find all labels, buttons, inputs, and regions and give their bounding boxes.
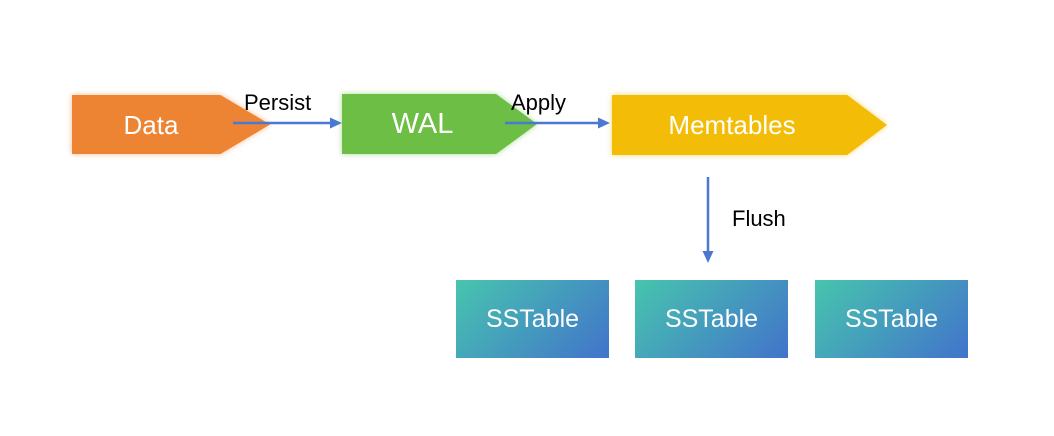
node-sstable-2: SSTable <box>635 280 788 358</box>
node-sstable-1: SSTable <box>456 280 609 358</box>
node-memtables-label: Memtables <box>668 110 796 140</box>
node-wal: WAL <box>342 94 537 154</box>
edge-label-apply: Apply <box>511 90 567 115</box>
flush-arrowhead-icon <box>702 251 714 263</box>
node-memtables-shape: Memtables <box>612 95 887 155</box>
node-wal-label: WAL <box>391 107 454 140</box>
node-data: Data <box>72 95 270 154</box>
edge-label-persist: Persist <box>244 90 312 115</box>
node-wal-shape: WAL <box>342 94 537 154</box>
node-sstable-3: SSTable <box>815 280 968 358</box>
node-sstable-3-label: SSTable <box>844 304 939 333</box>
flush-arrow <box>702 177 714 263</box>
node-memtables: Memtables <box>612 95 887 155</box>
edge-label-flush: Flush <box>732 206 786 231</box>
node-data-shape: Data <box>72 95 270 154</box>
persist-arrowhead-icon <box>330 117 342 129</box>
persist-arrow <box>233 117 342 129</box>
node-sstable-1-label: SSTable <box>485 304 580 333</box>
apply-arrow <box>505 117 610 129</box>
node-data-label: Data <box>123 109 179 140</box>
node-sstable-2-label: SSTable <box>664 304 759 333</box>
apply-arrowhead-icon <box>598 117 610 129</box>
